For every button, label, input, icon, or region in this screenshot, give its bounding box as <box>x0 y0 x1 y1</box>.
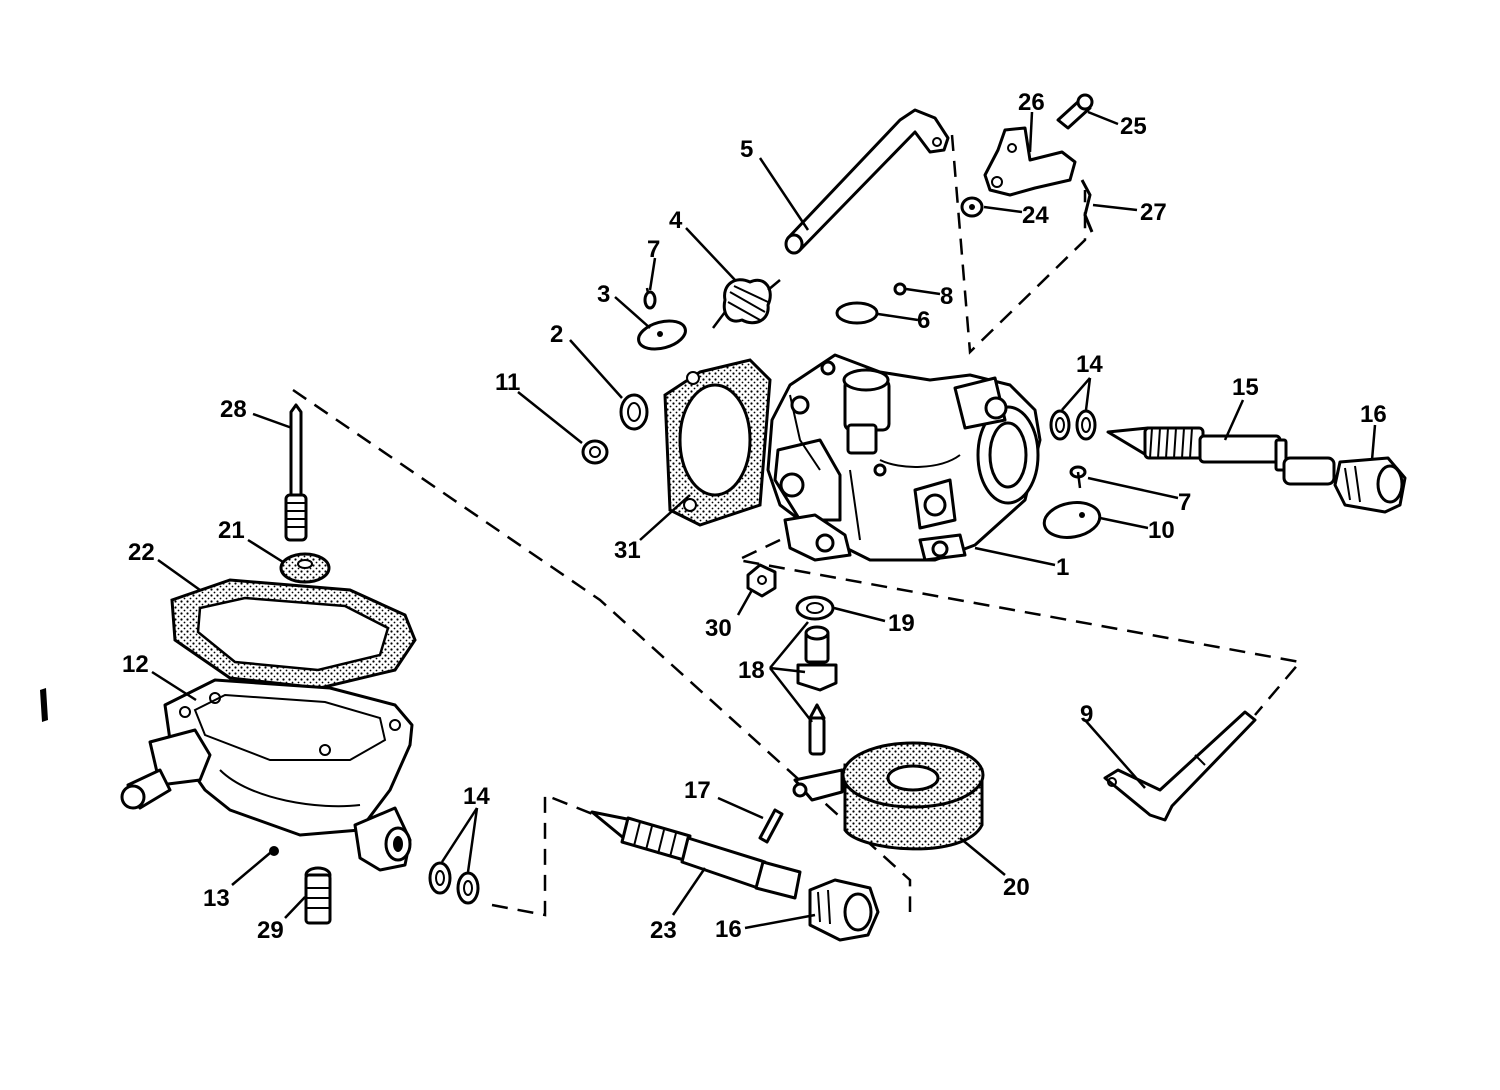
callout-24: 24 <box>1022 202 1049 229</box>
callout-12: 12 <box>122 651 149 678</box>
part-28-inlet-needle <box>284 403 308 542</box>
part-14-washers-upper <box>1049 409 1097 441</box>
part-29-screw <box>304 866 332 925</box>
callout-13: 13 <box>203 885 230 912</box>
part-17-pin <box>758 808 784 844</box>
callout-3: 3 <box>597 281 610 308</box>
callout-16-upper: 16 <box>1360 401 1387 428</box>
callout-14-lower: 14 <box>463 783 490 810</box>
callout-10: 10 <box>1148 517 1175 544</box>
part-7-screw-lower <box>1069 465 1087 489</box>
callout-29: 29 <box>257 917 284 944</box>
callout-18: 18 <box>738 657 765 684</box>
callout-labels: 1 2 3 4 5 6 7 7 8 9 10 11 12 13 14 14 15… <box>122 89 1387 944</box>
callout-25: 25 <box>1120 113 1147 140</box>
part-6-throttle-plate <box>835 301 879 325</box>
callout-1: 1 <box>1056 554 1069 581</box>
callout-31: 31 <box>614 537 641 564</box>
leader-lines <box>151 110 1377 930</box>
callout-7-lower: 7 <box>1178 489 1191 516</box>
callout-30: 30 <box>705 615 732 642</box>
part-20-float <box>792 741 985 851</box>
part-19-gasket <box>795 595 835 621</box>
callout-7-upper: 7 <box>647 236 660 263</box>
callout-26: 26 <box>1018 89 1045 116</box>
part-1-carburetor-body <box>766 353 1042 562</box>
callout-11: 11 <box>495 369 520 396</box>
part-24-washer <box>960 196 984 218</box>
part-3-choke-plate <box>637 319 687 351</box>
part-22-bowl-gasket <box>170 578 417 690</box>
part-31-flange-gasket <box>663 358 772 527</box>
part-9-lever-rod <box>1103 710 1257 822</box>
callout-2: 2 <box>550 321 563 348</box>
part-12-float-bowl <box>120 678 414 872</box>
callout-4: 4 <box>669 207 683 234</box>
callout-28: 28 <box>220 396 247 423</box>
part-4-spring <box>712 278 781 329</box>
part-27-clip <box>1080 179 1094 233</box>
callout-23: 23 <box>650 917 677 944</box>
part-8-ball <box>893 282 907 296</box>
callout-6: 6 <box>917 307 930 334</box>
part-13-ball <box>269 846 279 856</box>
callout-8: 8 <box>940 283 953 310</box>
part-14-washers-lower <box>428 861 480 905</box>
part-7-screw-upper <box>643 287 657 310</box>
callout-5: 5 <box>740 136 753 163</box>
part-2-seal <box>619 393 649 431</box>
part-16-plug-upper <box>1333 456 1407 514</box>
part-5-choke-shaft <box>784 108 950 255</box>
part-16-plug-lower <box>808 878 880 942</box>
callout-15: 15 <box>1232 374 1259 401</box>
callout-9: 9 <box>1080 701 1093 728</box>
callout-21: 21 <box>218 517 245 544</box>
callout-22: 22 <box>128 539 155 566</box>
edge-mark <box>40 688 48 722</box>
part-18-main-jet <box>796 625 838 756</box>
callout-16-lower: 16 <box>715 916 742 943</box>
part-30-nut <box>746 563 777 598</box>
part-26-throttle-lever <box>983 126 1077 197</box>
callout-17: 17 <box>684 777 711 804</box>
part-15-needle-valve <box>1106 426 1336 486</box>
callout-27: 27 <box>1140 199 1167 226</box>
part-25-screw <box>1056 93 1094 130</box>
callout-20: 20 <box>1003 874 1030 901</box>
part-10-throttle-plate <box>1042 501 1102 539</box>
callout-14-upper: 14 <box>1076 351 1103 378</box>
part-21-seat <box>279 552 331 584</box>
part-11-seal <box>581 439 609 465</box>
callout-19: 19 <box>888 610 915 637</box>
part-23-needle-valve <box>590 810 802 900</box>
